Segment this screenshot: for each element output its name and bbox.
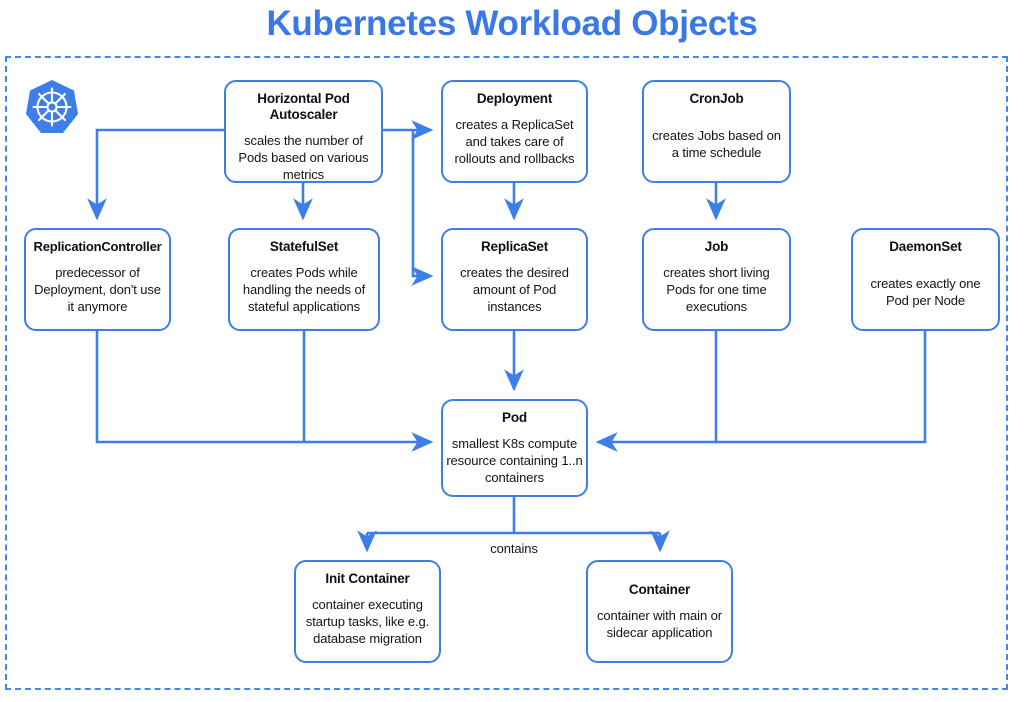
node-description: creates Jobs based on a time schedule bbox=[652, 128, 781, 160]
node-title: Container bbox=[628, 582, 691, 597]
node-statefulset[interactable]: StatefulSet creates Pods while handling … bbox=[228, 228, 380, 331]
node-description: smallest K8s compute resource containing… bbox=[446, 436, 583, 485]
node-title: StatefulSet bbox=[269, 239, 339, 254]
node-deployment[interactable]: Deployment creates a ReplicaSet and take… bbox=[441, 80, 588, 183]
node-description: creates a ReplicaSet and takes care of r… bbox=[454, 117, 575, 166]
node-daemonset[interactable]: DaemonSet creates exactly one Pod per No… bbox=[851, 228, 1000, 331]
node-title: DaemonSet bbox=[889, 239, 962, 254]
node-title: Deployment bbox=[476, 91, 553, 106]
node-replicaset[interactable]: ReplicaSet creates the desired amount of… bbox=[441, 228, 588, 331]
node-title: Init Container bbox=[325, 571, 410, 586]
node-title: Pod bbox=[502, 410, 527, 425]
diagram-frame bbox=[5, 56, 1008, 690]
node-description: creates the desired amount of Pod instan… bbox=[460, 265, 569, 314]
node-job[interactable]: Job creates short living Pods for one ti… bbox=[642, 228, 791, 331]
node-description: creates Pods while handling the needs of… bbox=[242, 265, 366, 314]
node-description: creates short living Pods for one time e… bbox=[663, 265, 770, 314]
page-title: Kubernetes Workload Objects bbox=[266, 4, 758, 43]
node-pod[interactable]: Pod smallest K8s compute resource contai… bbox=[441, 399, 588, 497]
node-description: container executing startup tasks, like … bbox=[305, 597, 430, 646]
node-container[interactable]: Container container with main or sidecar… bbox=[586, 560, 733, 663]
edge-label-contains: contains bbox=[490, 541, 538, 556]
kubernetes-logo bbox=[26, 79, 78, 135]
node-description: creates exactly one Pod per Node bbox=[870, 276, 981, 308]
node-title: Job bbox=[704, 239, 729, 254]
node-description: container with main or sidecar applicati… bbox=[597, 608, 722, 640]
node-description: predecessor of Deployment, don't use it … bbox=[34, 265, 161, 314]
node-title: CronJob bbox=[689, 91, 744, 106]
node-title: ReplicaSet bbox=[480, 239, 549, 254]
node-title: ReplicationController bbox=[33, 239, 162, 254]
node-init-container[interactable]: Init Container container executing start… bbox=[294, 560, 441, 663]
node-cronjob[interactable]: CronJob creates Jobs based on a time sch… bbox=[642, 80, 791, 183]
node-replicationcontroller[interactable]: ReplicationController predecessor of Dep… bbox=[24, 228, 171, 331]
node-horizontal-pod-autoscaler[interactable]: Horizontal Pod Autoscaler scales the num… bbox=[224, 80, 383, 183]
node-title: Horizontal Pod Autoscaler bbox=[257, 91, 350, 122]
node-description: scales the number of Pods based on vario… bbox=[238, 133, 369, 182]
